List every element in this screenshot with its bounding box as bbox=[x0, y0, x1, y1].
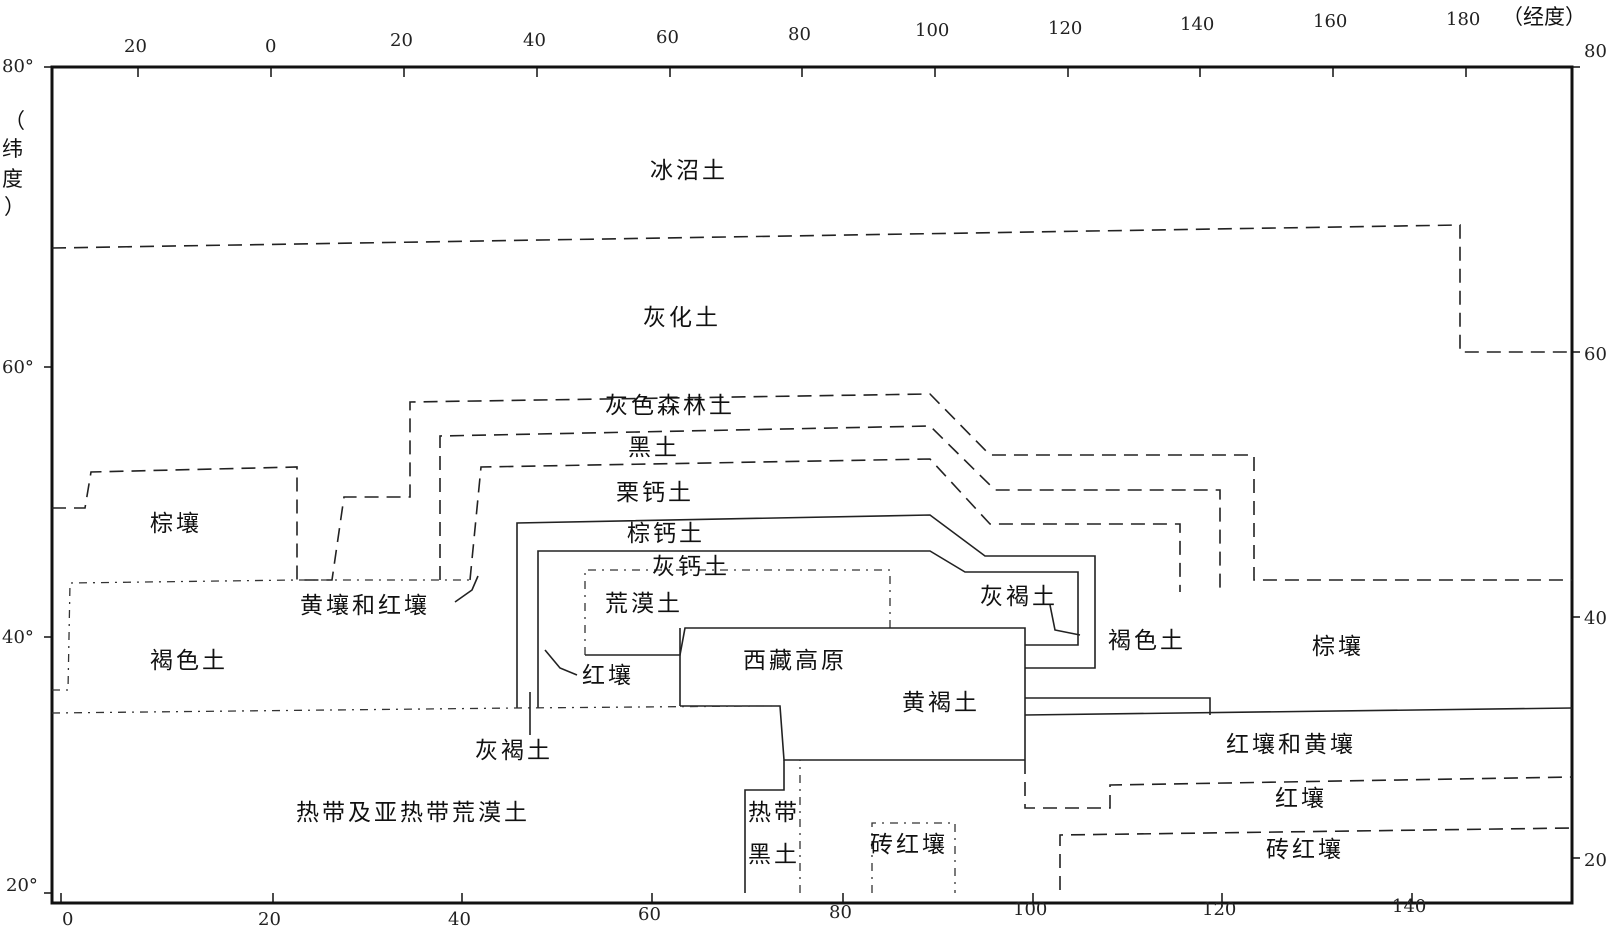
top-tick-label: 100 bbox=[915, 20, 949, 41]
boundary-gray-forest bbox=[52, 393, 1572, 581]
latitude-unit-char: ） bbox=[4, 195, 25, 219]
boundary-desert-inner bbox=[585, 627, 1026, 760]
latitude-unit-char: 纬 bbox=[2, 137, 23, 161]
boundary-tibet-south bbox=[680, 705, 1025, 761]
right-tick-label: 20 bbox=[1584, 850, 1607, 871]
boundary-east-subtropical bbox=[1024, 707, 1573, 716]
zone-label-tibet: 西藏高原 bbox=[743, 648, 847, 674]
boundary-glacial bbox=[51, 224, 1572, 353]
boundary-red-yellow bbox=[1024, 760, 1573, 809]
bottom-tick-label: 20 bbox=[258, 909, 281, 930]
left-tick-label: 40° bbox=[2, 627, 34, 648]
zone-label-tropical-black-1: 热带 bbox=[748, 800, 800, 826]
top-tick-label: 140 bbox=[1180, 14, 1214, 35]
bottom-tick-label: 120 bbox=[1202, 899, 1236, 920]
top-tick-label: 120 bbox=[1048, 18, 1082, 39]
left-tick-label: 80° bbox=[2, 56, 34, 77]
zone-label-red-yellow-east: 红壤和黄壤 bbox=[1226, 732, 1356, 758]
bottom-ticks bbox=[60, 893, 1413, 903]
boundary-chernozem bbox=[439, 425, 1221, 592]
pointer-red bbox=[544, 649, 578, 676]
boundary-subtropical bbox=[51, 705, 780, 714]
zone-label-chernozem: 黑土 bbox=[628, 435, 680, 461]
right-tick-labels: 80 60 40 20 bbox=[1584, 41, 1607, 871]
boundary-latosol-center bbox=[871, 822, 956, 893]
top-ticks bbox=[137, 67, 1467, 77]
boundary-chestnut bbox=[469, 458, 1181, 592]
zone-labels: 冰沼土 灰化土 灰色森林土 黑土 栗钙土 棕钙土 灰钙土 荒漠土 西藏高原 灰褐… bbox=[150, 158, 1364, 868]
boundary-tropical-black bbox=[744, 760, 785, 893]
top-tick-labels: 20 0 20 40 60 80 100 120 140 160 180 （经度… bbox=[124, 5, 1586, 57]
zone-label-tropical-desert: 热带及亚热带荒漠土 bbox=[296, 800, 530, 826]
boundary-gray-calcic bbox=[537, 550, 1079, 708]
top-tick-label: 160 bbox=[1313, 11, 1347, 32]
bottom-tick-labels: 0 20 40 60 80 100 120 140 bbox=[62, 896, 1426, 930]
bottom-tick-label: 140 bbox=[1392, 896, 1426, 917]
top-tick-label: 180 bbox=[1446, 9, 1480, 30]
pointer-gray-brown-east bbox=[1049, 604, 1081, 636]
bottom-tick-label: 40 bbox=[448, 909, 471, 930]
boundary-yellow-brown bbox=[1025, 697, 1211, 715]
boundary-red bbox=[1059, 827, 1573, 890]
zone-label-podzol: 灰化土 bbox=[643, 305, 721, 331]
left-tick-labels: 80° 60° 40° 20° （ 纬 度 ） bbox=[2, 56, 38, 896]
boundary-brown-calcic bbox=[516, 514, 1096, 708]
zone-label-desert: 荒漠土 bbox=[605, 591, 683, 617]
right-tick-label: 60 bbox=[1584, 344, 1607, 365]
zone-label-glacial: 冰沼土 bbox=[650, 158, 728, 184]
bottom-tick-label: 100 bbox=[1013, 899, 1047, 920]
bottom-tick-label: 60 bbox=[638, 904, 661, 925]
right-tick-label: 80 bbox=[1584, 41, 1607, 62]
top-tick-label: 20 bbox=[390, 30, 413, 51]
zone-label-gray-brown-east: 灰褐土 bbox=[980, 584, 1058, 610]
diagram-frame bbox=[50, 65, 1574, 905]
side-ticks bbox=[44, 66, 1580, 894]
zone-label-yellow-red-west: 黄壤和红壤 bbox=[300, 593, 430, 619]
left-tick-label: 60° bbox=[2, 357, 34, 378]
zone-label-red-small: 红壤 bbox=[582, 663, 634, 689]
zone-label-gray-calcic: 灰钙土 bbox=[652, 554, 730, 580]
zone-label-chestnut: 栗钙土 bbox=[616, 480, 694, 506]
zone-label-brown-west: 棕壤 bbox=[150, 511, 202, 537]
top-tick-label: 60 bbox=[656, 27, 679, 48]
bottom-tick-label: 0 bbox=[62, 909, 73, 930]
zone-label-gray-brown-west: 灰褐土 bbox=[475, 738, 553, 764]
zone-label-latosol-center: 砖红壤 bbox=[870, 832, 948, 858]
left-tick-label: 20° bbox=[6, 875, 38, 896]
pointer-yellow-red bbox=[454, 575, 479, 603]
top-tick-label: 20 bbox=[124, 36, 147, 57]
zone-label-gray-forest: 灰色森林土 bbox=[605, 393, 735, 419]
zone-boundaries bbox=[51, 224, 1573, 893]
zone-label-tropical-black-2: 黑土 bbox=[748, 842, 800, 868]
zone-label-cinnamon-east: 褐色土 bbox=[1108, 628, 1186, 654]
zone-label-cinnamon-west: 褐色土 bbox=[150, 648, 228, 674]
right-tick-label: 40 bbox=[1584, 608, 1607, 629]
zone-label-yellow-brown: 黄褐土 bbox=[902, 690, 980, 716]
latitude-unit-char: 度 bbox=[2, 167, 23, 191]
zone-label-latosol-east: 砖红壤 bbox=[1266, 837, 1344, 863]
top-tick-label: 80 bbox=[788, 24, 811, 45]
latitude-unit-char: （ bbox=[4, 109, 25, 133]
zone-label-brown-calcic: 棕钙土 bbox=[627, 521, 705, 547]
top-tick-label: 40 bbox=[523, 30, 546, 51]
zone-label-red-east: 红壤 bbox=[1275, 786, 1327, 812]
zone-label-brown-east: 棕壤 bbox=[1312, 634, 1364, 660]
longitude-unit-label: （经度） bbox=[1502, 5, 1586, 29]
bottom-tick-label: 80 bbox=[829, 902, 852, 923]
top-tick-label: 0 bbox=[265, 36, 276, 57]
boundary-desert bbox=[584, 569, 891, 655]
